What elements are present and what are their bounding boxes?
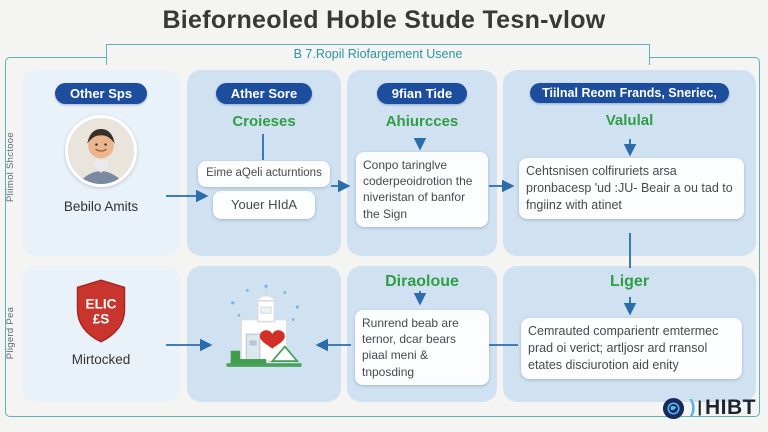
shield-text-line2: £S xyxy=(93,312,110,327)
column2-subheader: Croieses xyxy=(232,113,296,130)
side-label-top: Pliimol Shctooe xyxy=(5,132,16,202)
logo-chevron: ) xyxy=(689,397,696,418)
step-box: Eime aQeli acturntions xyxy=(198,161,330,187)
column4-subheader: Valulal xyxy=(605,112,654,129)
cell-row2-col4: Liger Cemrauted comparientr emtermec pra… xyxy=(503,266,756,402)
cell-row2-col1: ELIC £S Mirtocked xyxy=(22,266,180,402)
cell-row2-col2 xyxy=(187,266,341,402)
globe-circle-icon xyxy=(663,397,685,419)
cell-row1-col4: Tiilnal Reom Frands, Sneriec, Valulal Ce… xyxy=(503,70,756,256)
side-label-bottom: Pligerd Pea xyxy=(5,306,16,360)
cell-row1-col2: Ather Sore Croieses Eime aQeli acturntio… xyxy=(187,70,341,256)
shield-text-line1: ELIC xyxy=(86,296,117,311)
row2-col4-label: Liger xyxy=(609,273,650,290)
clinic-building-heart-icon xyxy=(226,284,302,367)
cell-row1-col1: Other Sps Bebilo Amits xyxy=(22,70,180,256)
column4-header: Tiilnal Reom Frands, Sneriec, xyxy=(530,83,729,103)
row2-col3-label: Diraoloue xyxy=(385,273,459,290)
profile-avatar xyxy=(65,115,137,187)
column1-header: Other Sps xyxy=(54,83,148,104)
page-title: Bieforneoled Hoble Stude Tesn-vlow xyxy=(162,6,606,34)
brand-logo: )| HIBT xyxy=(662,396,756,420)
step-box: Youer HIdA xyxy=(213,191,315,219)
cell-row1-col3: 9fian Tide Ahiurcces Conpo taringlve cod… xyxy=(347,70,497,256)
subtitle: B 7.Ropil Riofargement Usene xyxy=(293,47,463,61)
shield-caption: Mirtocked xyxy=(71,352,131,367)
step-box: Cehtsnisen colfiruriets arsa pronbacesp … xyxy=(519,158,744,219)
profile-name: Bebilo Amits xyxy=(63,199,139,214)
logo-divider: | xyxy=(697,399,702,416)
subtitle-bracket: B 7.Ropil Riofargement Usene xyxy=(106,44,650,65)
column3-subheader: Ahiurcces xyxy=(385,113,459,130)
column2-header: Ather Sore xyxy=(215,83,313,104)
cell-row2-col3: Diraoloue Runrend beab are ternor, dcar … xyxy=(347,266,497,402)
step-box: Conpo taringlve coderpeoidrotion the niv… xyxy=(356,152,488,227)
step-box: Runrend beab are ternor, dcar bears piaa… xyxy=(355,310,489,385)
step-box: Cemrauted comparientr emtermec prad oi v… xyxy=(521,318,742,379)
logo-text: HIBT xyxy=(705,396,756,419)
person-photo-icon xyxy=(68,118,134,184)
column3-header: 9fian Tide xyxy=(376,83,468,104)
shield-icon: ELIC £S xyxy=(76,279,126,343)
